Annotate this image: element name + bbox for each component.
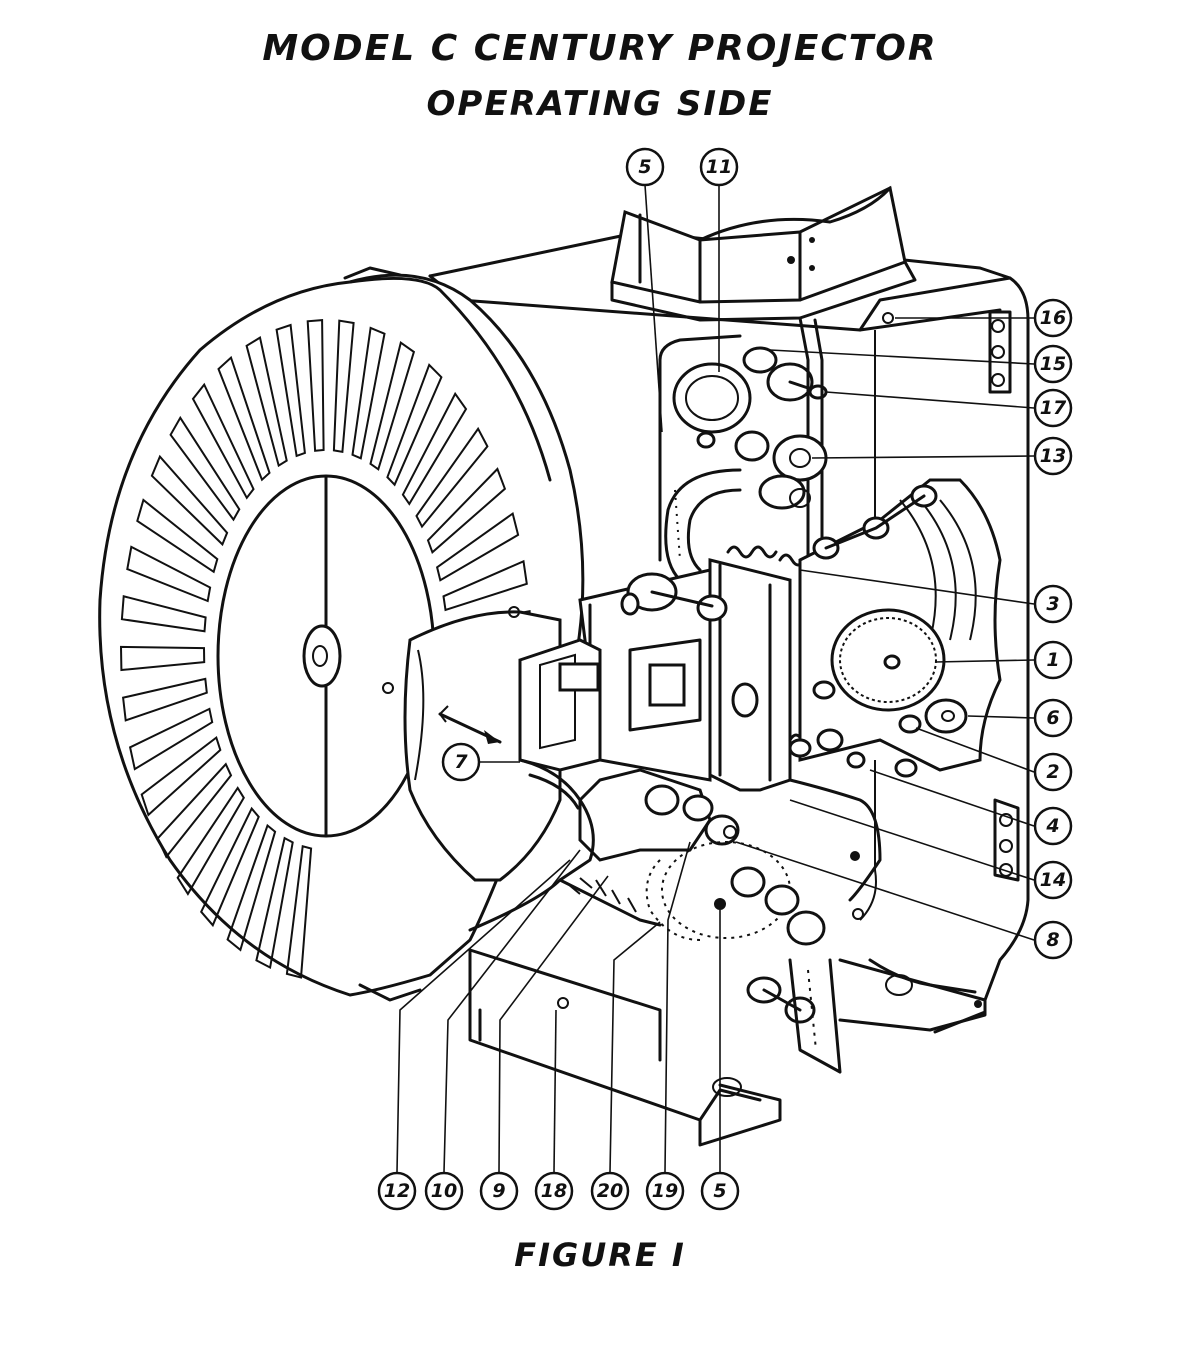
- callout-9: 9: [479, 1171, 519, 1211]
- callout-10: 10: [424, 1171, 464, 1211]
- callout-1: 1: [1033, 640, 1073, 680]
- callout-20: 20: [590, 1171, 630, 1211]
- cooling-fin: [120, 595, 207, 633]
- figure-caption: FIGURE I: [514, 1236, 686, 1274]
- diagram-subtitle: OPERATING SIDE: [426, 84, 774, 124]
- lower-sprocket-assembly: [468, 758, 842, 1074]
- cooling-fin: [119, 645, 206, 672]
- cooling-fin: [435, 511, 520, 582]
- svg-text:16: 16: [1040, 307, 1066, 329]
- cooling-fin: [200, 806, 260, 928]
- callout-18: 18: [534, 1171, 574, 1211]
- cooling-fin: [150, 454, 229, 547]
- cooling-fin: [126, 545, 212, 603]
- svg-text:20: 20: [597, 1180, 623, 1202]
- frame-screws: [882, 310, 1020, 1008]
- cooling-fin: [122, 677, 208, 722]
- svg-text:14: 14: [1040, 869, 1066, 891]
- callout-11: 11: [699, 147, 739, 187]
- callout-17: 17: [1033, 388, 1073, 428]
- svg-text:19: 19: [652, 1180, 678, 1202]
- svg-text:1: 1: [1046, 649, 1059, 671]
- svg-text:11: 11: [706, 156, 732, 178]
- callout-5-bottom: 5: [700, 1171, 740, 1211]
- svg-text:9: 9: [492, 1180, 505, 1202]
- cooling-fin: [275, 323, 306, 458]
- cooling-fin: [169, 415, 241, 522]
- svg-text:7: 7: [454, 751, 468, 773]
- diagram-title: MODEL C CENTURY PROJECTOR: [262, 28, 938, 69]
- cooling-fin: [351, 326, 386, 460]
- callout-16: 16: [1033, 298, 1073, 338]
- cooling-fin: [255, 836, 294, 970]
- cooling-fin: [156, 762, 233, 859]
- leader-lines: [396, 184, 1035, 1173]
- cooling-fin: [369, 341, 416, 471]
- cooling-fin: [401, 391, 468, 506]
- intermittent-assembly: [788, 478, 1002, 920]
- cooling-fin: [128, 707, 214, 771]
- svg-text:15: 15: [1040, 353, 1066, 375]
- cooling-fin: [176, 786, 245, 896]
- cooling-fin: [191, 382, 255, 500]
- cooling-fin: [245, 336, 288, 468]
- callout-19: 19: [645, 1171, 685, 1211]
- callout-7: 7: [441, 742, 481, 782]
- cooling-fin: [140, 735, 222, 817]
- svg-text:18: 18: [541, 1180, 567, 1202]
- callout-12: 12: [377, 1171, 417, 1211]
- cooling-fin: [426, 467, 507, 555]
- cooling-fin: [306, 319, 325, 452]
- cooling-fin: [386, 363, 443, 487]
- callout-5-top: 5: [625, 147, 665, 187]
- callout-3: 3: [1033, 584, 1073, 624]
- svg-text:5: 5: [638, 156, 651, 178]
- svg-text:17: 17: [1040, 397, 1067, 419]
- svg-text:4: 4: [1045, 815, 1059, 837]
- chimney: [610, 185, 917, 322]
- cooling-fin: [415, 426, 489, 529]
- callout-4: 4: [1033, 806, 1073, 846]
- callout-6: 6: [1033, 698, 1073, 738]
- cooling-fin: [332, 319, 355, 453]
- svg-text:5: 5: [713, 1180, 726, 1202]
- callout-14: 14: [1033, 860, 1073, 900]
- svg-text:2: 2: [1046, 761, 1059, 783]
- svg-text:3: 3: [1046, 593, 1059, 615]
- callout-15: 15: [1033, 344, 1073, 384]
- svg-text:13: 13: [1040, 445, 1066, 467]
- cooling-fin: [226, 823, 277, 952]
- cooling-fin: [136, 498, 219, 574]
- upper-sprocket-assembly: [664, 316, 828, 602]
- svg-text:10: 10: [431, 1180, 457, 1202]
- film-gate: [518, 545, 828, 792]
- svg-text:6: 6: [1046, 707, 1059, 729]
- cooling-fin: [442, 559, 528, 612]
- callout-2: 2: [1033, 752, 1073, 792]
- callout-13: 13: [1033, 436, 1073, 476]
- svg-text:8: 8: [1046, 929, 1059, 951]
- cooling-fin: [285, 845, 313, 979]
- callout-8: 8: [1033, 920, 1073, 960]
- cooling-fin: [217, 355, 271, 482]
- svg-text:12: 12: [384, 1180, 410, 1202]
